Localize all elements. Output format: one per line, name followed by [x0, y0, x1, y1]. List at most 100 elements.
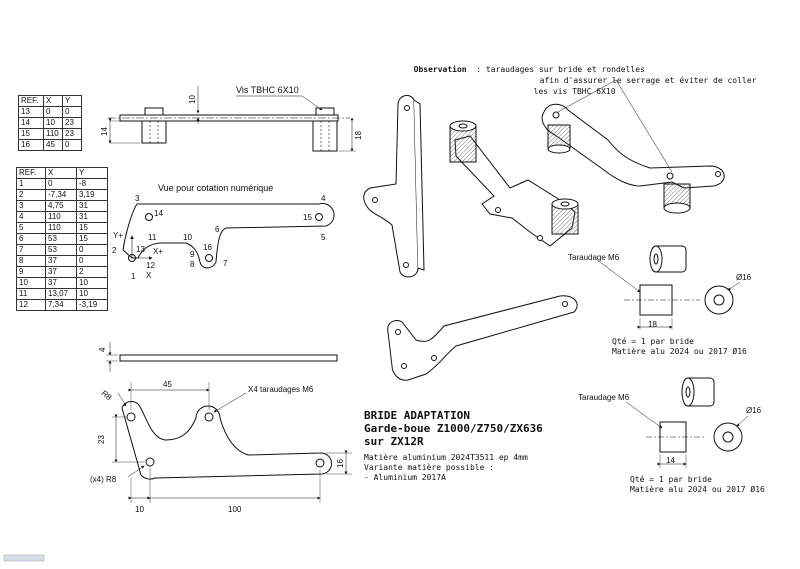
cell: 23: [62, 117, 82, 129]
spacer-14-labels: Taraudage M6 Ø16 14: [578, 393, 762, 465]
pt-14: 14: [154, 209, 163, 218]
iso-bracket-middle: [449, 120, 579, 247]
header-ref: REF.: [18, 95, 44, 107]
side-thin-view: [106, 342, 338, 372]
cell: 110: [45, 211, 77, 223]
dim-16: 16: [336, 459, 345, 468]
cell: 1: [16, 178, 46, 190]
cell: 10: [76, 277, 108, 289]
pt-3: 3: [135, 194, 140, 203]
pt-8: 8: [190, 260, 195, 269]
cell: 8: [16, 255, 46, 267]
pt-4: 4: [321, 194, 326, 203]
top-profile-view: [108, 86, 356, 152]
spacer-18-labels: Taraudage M6 Ø16 18: [568, 253, 752, 329]
material-line1: Matière aluminium 2024T3511 ep 4mm: [364, 453, 528, 462]
spacer14-qty: Qté = 1 par bride: [630, 475, 712, 484]
pt-13: 13: [136, 245, 145, 254]
cell: -7,34: [45, 189, 77, 201]
header-x: X: [45, 167, 77, 179]
pt-5: 5: [321, 233, 326, 242]
pt-7: 7: [223, 259, 228, 268]
spacer18-notes: Qté = 1 par bride Matière alu 2024 ou 20…: [612, 337, 747, 357]
dim-18-top: 18: [354, 131, 363, 140]
title-line3: sur ZX12R: [364, 435, 424, 448]
observation-label: Observation: [413, 65, 467, 74]
cell: 6: [16, 233, 46, 245]
spacer18-tap-label: Taraudage M6: [568, 253, 620, 262]
title-block: BRIDE ADAPTATION Garde-boue Z1000/Z750/Z…: [364, 409, 543, 448]
cell: 10: [43, 117, 63, 129]
point-labels: 1 2 3 4 5 6 7 8 9 10 11 12 13 14 15 16 Y…: [112, 194, 326, 281]
spacer14-dia: Ø16: [746, 406, 762, 415]
axis-y-label: Y+: [113, 231, 123, 240]
spacer14-length: 14: [666, 456, 675, 465]
table-header-row: REF. X Y: [18, 95, 82, 107]
cell: 45: [43, 139, 63, 151]
cell: 7,34: [45, 299, 77, 311]
footer-stamp: [3, 554, 45, 562]
cell: 12: [16, 299, 46, 311]
cell: 31: [76, 200, 108, 212]
cell: 0: [76, 255, 108, 267]
observation-note: Observation : taraudages sur bride et ro…: [404, 55, 645, 75]
cell: 0: [43, 106, 63, 118]
dim-45: 45: [163, 380, 172, 389]
cell: 4,75: [45, 200, 77, 212]
spacer14-notes: Qté = 1 par bride Matière alu 2024 ou 20…: [630, 475, 765, 495]
spacer-18-iso: [649, 245, 687, 273]
cell: 110: [45, 222, 77, 234]
cell: 2: [76, 266, 108, 278]
dim-4-side: 4: [98, 347, 107, 352]
dim-10: 10: [135, 505, 144, 514]
material-line3: - Aluminium 2017A: [364, 473, 446, 482]
cell: 13: [18, 106, 44, 118]
spacer18-dia: Ø16: [736, 273, 752, 282]
numeric-view-title: Vue pour cotation numérique: [158, 183, 273, 193]
header-y: Y: [76, 167, 108, 179]
cell: 15: [76, 222, 108, 234]
cell: 2: [16, 189, 46, 201]
pt-10: 10: [183, 233, 192, 242]
cell: 15: [18, 128, 44, 140]
cell: 15: [76, 233, 108, 245]
cell: 0: [62, 139, 82, 151]
cell: 31: [76, 211, 108, 223]
observation-line2: afin d'assurer le serrage et éviter de c…: [539, 76, 757, 85]
pt-12: 12: [146, 261, 155, 270]
cell: 3,19: [76, 189, 108, 201]
pt-6: 6: [215, 225, 220, 234]
spacer-14-drawing: [625, 401, 749, 468]
material-notes: Matière aluminium 2024T3511 ep 4mm Varia…: [364, 453, 528, 483]
spacer14-mat: Matière alu 2024 ou 2017 Ø16: [630, 485, 765, 494]
cell: 9: [16, 266, 46, 278]
main-dims: 45 23 16 10 100 R8 (x4) R8 X4 taraudages…: [90, 380, 345, 514]
cell: -8: [76, 178, 108, 190]
iso-bracket-right: [541, 79, 725, 214]
cell: 37: [45, 277, 77, 289]
main-outline: [112, 382, 352, 503]
observation-line3-box: les vis TBHC 6X10: [524, 77, 616, 97]
cell: 7: [16, 244, 46, 256]
cell: 10: [76, 288, 108, 300]
spacer14-tap-label: Taraudage M6: [578, 393, 630, 402]
axis-x-plus-label: X+: [153, 247, 163, 256]
pt-1: 1: [131, 272, 136, 281]
title-line1: BRIDE ADAPTATION: [364, 409, 470, 422]
spacer18-length: 18: [648, 320, 657, 329]
cell: 3: [16, 200, 46, 212]
cell: -3,19: [76, 299, 108, 311]
observation-line2-box: afin d'assurer le serrage et éviter de c…: [530, 66, 757, 86]
pt-2: 2: [112, 246, 117, 255]
